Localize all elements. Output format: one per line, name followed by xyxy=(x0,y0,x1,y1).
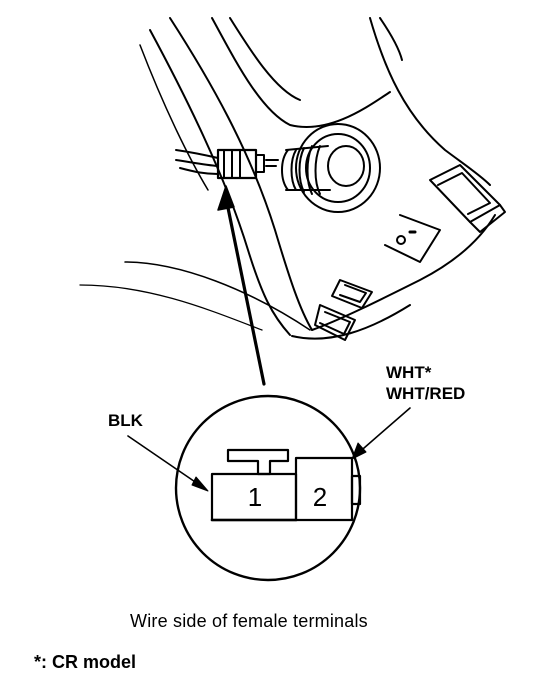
pointer-arrow xyxy=(217,185,266,386)
accessory-socket xyxy=(281,123,381,213)
model-footnote: *: CR model xyxy=(34,652,137,672)
connector-face xyxy=(210,448,362,522)
blk-wire-label: BLK xyxy=(108,411,143,430)
diagram-caption: Wire side of female terminals xyxy=(130,611,368,631)
blk-leader-arrowhead xyxy=(191,476,209,492)
dashboard-panel xyxy=(79,17,496,340)
terminal-2-number: 2 xyxy=(313,482,327,512)
wire-harness xyxy=(175,148,279,180)
wht-red-wire-label: WHT/RED xyxy=(386,384,466,403)
terminal-1-number: 1 xyxy=(248,482,262,512)
wht-star-wire-label: WHT* xyxy=(386,363,432,382)
mounting-tabs xyxy=(314,164,506,341)
leader-lines xyxy=(127,407,411,489)
wht-leader-arrowhead xyxy=(351,442,367,460)
